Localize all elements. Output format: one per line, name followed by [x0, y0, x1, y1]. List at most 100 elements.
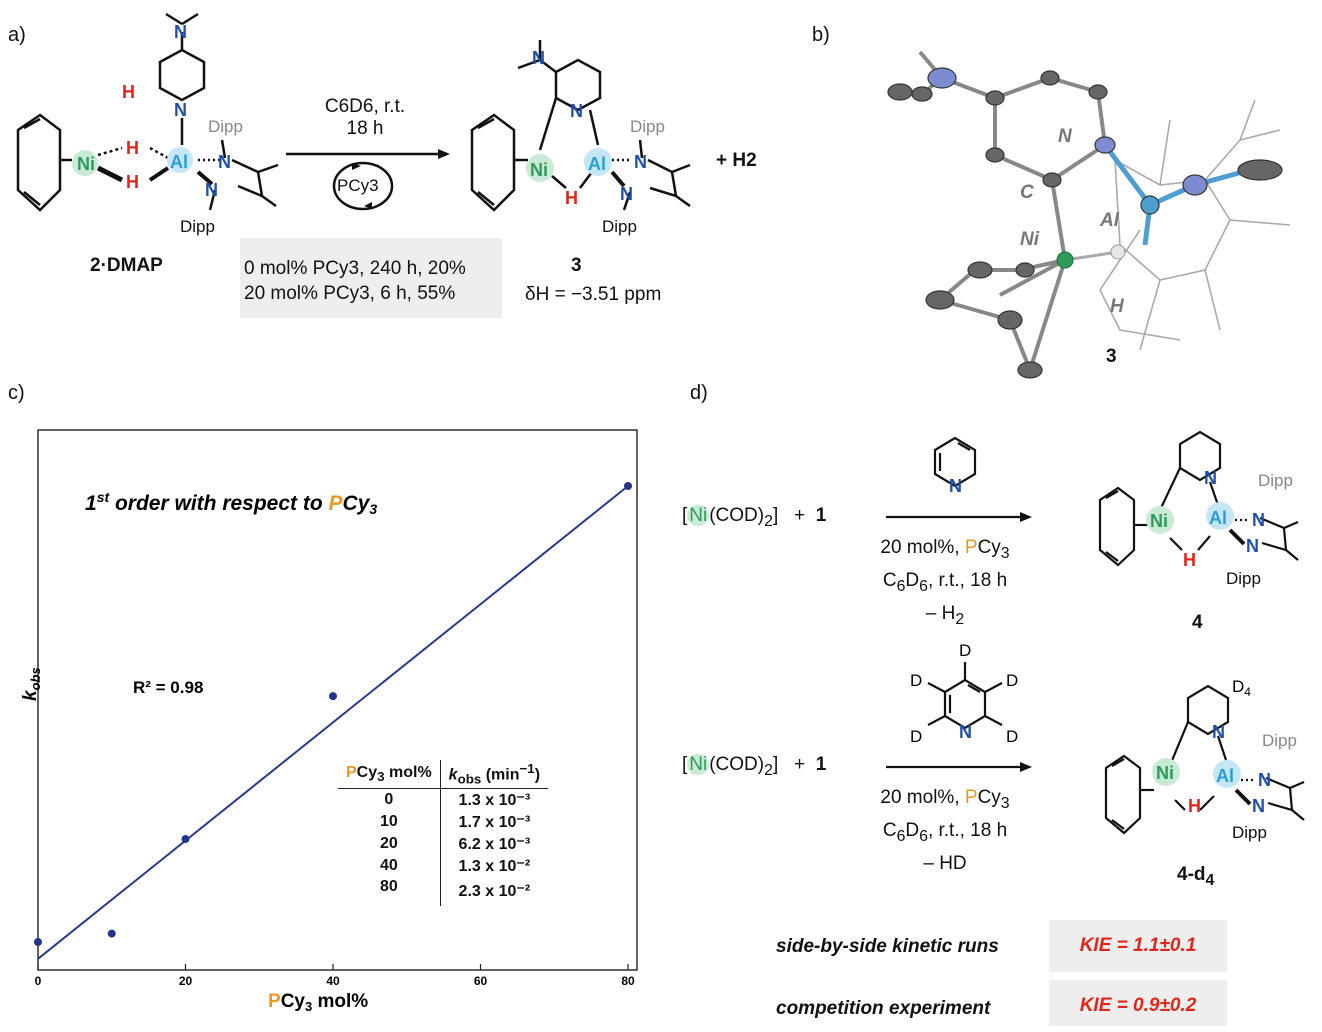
- x-tick-label: 60: [474, 974, 488, 988]
- al-label-reactant: Al: [170, 152, 188, 172]
- ni-atom-reactant: [72, 150, 98, 176]
- x-tick-label: 80: [621, 974, 635, 988]
- svg-text:N: N: [174, 22, 187, 42]
- svg-text:H: H: [126, 172, 139, 192]
- cod-ring-product: [470, 113, 516, 212]
- scheme-a-conditions: C6D6, r.t. 18 h: [324, 96, 406, 139]
- plot-frame: [37, 429, 638, 971]
- dipp-wireframe: [1099, 99, 1291, 351]
- svg-text:N: N: [620, 184, 633, 204]
- order-annotation: 1st order with respect to PCy3: [85, 489, 377, 517]
- svg-text:Al: Al: [1209, 508, 1227, 528]
- svg-text:N: N: [1246, 536, 1259, 556]
- svg-text:H: H: [126, 138, 139, 158]
- svg-text:Dipp: Dipp: [208, 117, 243, 136]
- panel-label-d: d): [690, 382, 708, 404]
- svg-text:H: H: [122, 82, 135, 102]
- crystal-label-al: Al: [1099, 210, 1120, 231]
- panel-label-c: c): [8, 382, 25, 404]
- svg-text:N: N: [959, 722, 972, 742]
- svg-text:N: N: [218, 152, 231, 172]
- scheme-a-catalyst: PCy3: [337, 176, 379, 195]
- al-atom-reactant: [167, 147, 193, 173]
- svg-text:Dipp: Dipp: [1232, 823, 1267, 842]
- svg-text:N: N: [1258, 770, 1271, 790]
- y-axis-label: kobs: [20, 667, 43, 701]
- data-point: [34, 937, 42, 946]
- svg-text:D: D: [1006, 727, 1018, 746]
- fit-line: [37, 485, 629, 960]
- crystal-label-n: N: [1058, 126, 1073, 147]
- compound-2-dmap-label: 2·DMAP: [90, 255, 163, 276]
- kie-label-side-by-side: side-by-side kinetic runs: [776, 936, 999, 957]
- ni-atom-product: [526, 154, 554, 182]
- svg-text:D: D: [910, 727, 922, 746]
- kie-value-side-by-side: KIE = 1.1±0.1: [1049, 920, 1227, 972]
- x-axis-label: PCy3 mol%: [268, 991, 368, 1014]
- svg-text:N: N: [1252, 796, 1265, 816]
- compound-3-label: 3: [571, 255, 582, 276]
- crystal-label-c: C: [1020, 182, 1034, 203]
- svg-text:Ni: Ni: [530, 160, 548, 180]
- crystal-structure-3: N C Ni Al H 3: [887, 50, 1291, 379]
- crystal-label-ni: Ni: [1020, 229, 1040, 250]
- crystal-compound-label: 3: [1106, 346, 1117, 367]
- svg-text:H: H: [1188, 796, 1201, 816]
- svg-text:Al: Al: [1216, 766, 1234, 786]
- panel-label-a: a): [8, 24, 26, 46]
- svg-text:Dipp: Dipp: [1258, 471, 1293, 490]
- r-squared: R² = 0.98: [133, 678, 203, 697]
- reagents-reaction-1: [Ni(COD)2] + 1: [682, 505, 827, 530]
- table-header-kobs: kobs (min−1): [448, 761, 541, 787]
- yield-row-1: 20 mol% PCy3, 6 h, 55%: [244, 283, 456, 304]
- cod-ring-reactant: [16, 113, 62, 212]
- compound-4-label: 4: [1192, 612, 1203, 633]
- svg-text:N: N: [1252, 510, 1265, 530]
- svg-text:N: N: [1212, 722, 1225, 742]
- scheme-a-structures: Ni Al H H H N N N N Dipp Dipp Ni Al H N …: [16, 12, 691, 236]
- svg-text:N: N: [1204, 468, 1217, 488]
- x-tick-label: 40: [326, 974, 340, 988]
- svg-text:Ni: Ni: [1150, 511, 1168, 531]
- svg-text:Ni: Ni: [1156, 763, 1174, 783]
- svg-text:D: D: [959, 641, 971, 660]
- conditions-reaction-2: 20 mol%, PCy3 C6D6, r.t., 18 h – HD: [880, 787, 1010, 874]
- kinetics-plot: 0 20 40 60 80 kobs PCy3 mol% 1st order with …: [20, 429, 638, 1014]
- svg-text:Dipp: Dipp: [1262, 731, 1297, 750]
- svg-text:Dipp: Dipp: [630, 117, 665, 136]
- svg-text:Al: Al: [588, 154, 606, 174]
- panel-label-b: b): [812, 24, 830, 46]
- yield-row-0: 0 mol% PCy3, 240 h, 20%: [244, 258, 466, 279]
- svg-text:N: N: [570, 101, 583, 121]
- svg-text:H: H: [565, 188, 578, 208]
- al-atom-product: [584, 148, 612, 176]
- svg-text:N: N: [174, 100, 187, 120]
- compound-4-d4-label: 4-d4: [1177, 864, 1215, 889]
- svg-text:Dipp: Dipp: [180, 217, 215, 236]
- svg-text:Dipp: Dipp: [602, 217, 637, 236]
- data-point: [181, 835, 190, 844]
- kie-value-competition: KIE = 0.9±0.2: [1049, 980, 1227, 1026]
- table-header-pcy3: PCy3 mol%: [338, 760, 441, 789]
- crystal-label-h: H: [1110, 296, 1125, 317]
- svg-text:N: N: [205, 180, 218, 200]
- svg-text:D: D: [910, 671, 922, 690]
- reagents-reaction-2: [Ni(COD)2] + 1: [682, 754, 827, 779]
- svg-text:N: N: [634, 152, 647, 172]
- svg-text:D: D: [1006, 671, 1018, 690]
- kie-label-competition: competition experiment: [776, 998, 991, 1019]
- nmr-shift: δH = −3.51 ppm: [525, 284, 662, 305]
- conditions-reaction-1: 20 mol%, PCy3 C6D6, r.t., 18 h – H2: [880, 537, 1010, 628]
- svg-text:N: N: [532, 48, 545, 68]
- scheme-a-byproduct: + H2: [716, 150, 757, 171]
- yield-box: 0 mol% PCy3, 240 h, 20% 20 mol% PCy3, 6 …: [240, 238, 502, 318]
- scheme-d-structures: N Ni Al H N N N Dipp Dipp N D D D D D Ni…: [886, 430, 1305, 842]
- x-tick-label: 20: [179, 974, 193, 988]
- x-tick-label: 0: [35, 974, 42, 988]
